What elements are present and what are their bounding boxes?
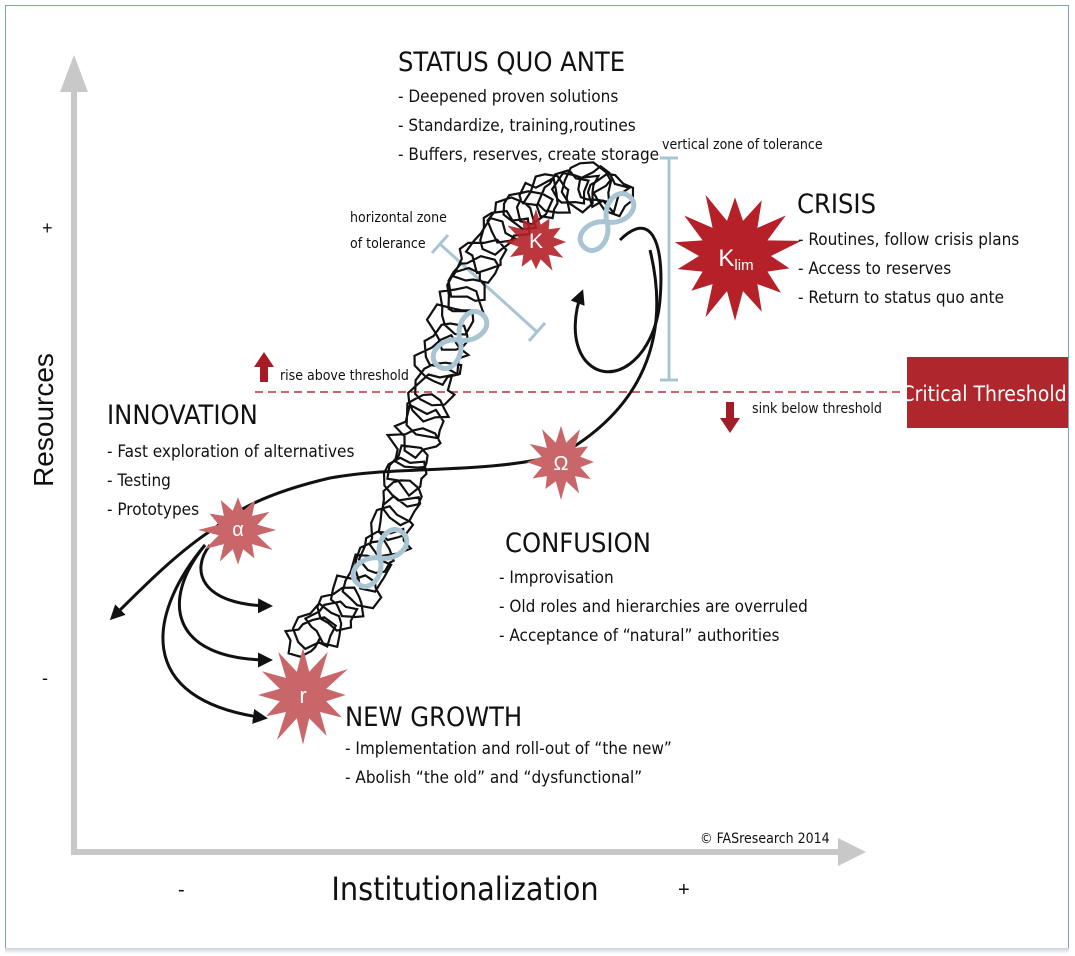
status-quo-item-1: - Deepened proven solutions — [398, 87, 618, 107]
cycle-curves — [109, 226, 663, 724]
x-axis-label: Institutionalization — [331, 870, 598, 908]
star-klim-main: K — [718, 245, 734, 272]
sink-label: sink below threshold — [752, 401, 882, 417]
confusion-item-1: - Improvisation — [499, 568, 614, 588]
rise-label: rise above threshold — [280, 368, 409, 384]
confusion-title: CONFUSION — [505, 528, 651, 559]
critical-threshold-box — [907, 357, 1068, 428]
scribble-path — [283, 161, 635, 658]
new-growth-block: NEW GROWTH - Implementation and roll-out… — [345, 702, 672, 788]
star-r-label: r — [299, 683, 306, 708]
horizontal-zone-bracket — [430, 234, 547, 342]
y-axis-minus: - — [42, 668, 48, 688]
status-quo-item-2: - Standardize, training,routines — [398, 116, 636, 136]
vertical-zone-bracket — [660, 156, 678, 382]
infinity-loop-3 — [350, 527, 410, 589]
innovation-item-3: - Prototypes — [107, 500, 199, 520]
new-growth-title: NEW GROWTH — [345, 702, 522, 733]
y-axis-plus: + — [42, 218, 53, 238]
frame-shadow — [5, 948, 1069, 954]
status-quo-block: STATUS QUO ANTE - Deepened proven soluti… — [398, 47, 659, 165]
star-klim-sub: lim — [734, 257, 753, 274]
status-quo-item-3: - Buffers, reserves, create storage — [398, 145, 659, 165]
new-growth-item-2: - Abolish “the old” and “dysfunctional” — [345, 768, 642, 788]
y-axis-label: Resources — [28, 353, 59, 487]
confusion-item-2: - Old roles and hierarchies are overrule… — [499, 597, 808, 617]
vertical-zone-label: vertical zone of tolerance — [662, 137, 823, 153]
innovation-item-1: - Fast exploration of alternatives — [107, 442, 354, 462]
critical-threshold-label: Critical Threshold — [901, 382, 1066, 406]
alpha-r-arrow-3 — [161, 544, 268, 724]
x-axis-plus: + — [678, 879, 690, 901]
star-alpha-burst — [198, 497, 277, 565]
star-klim-label: Klim — [718, 245, 753, 274]
y-axis — [60, 55, 88, 854]
innovation-item-2: - Testing — [107, 471, 171, 491]
status-quo-title: STATUS QUO ANTE — [398, 47, 625, 78]
x-axis-minus: - — [178, 879, 185, 901]
alpha-r-arrow-1 — [199, 544, 273, 614]
sink-arrow-icon — [720, 402, 740, 433]
innovation-block: INNOVATION - Fast exploration of alterna… — [107, 400, 354, 520]
innovation-title: INNOVATION — [107, 400, 258, 431]
confusion-block: CONFUSION - Improvisation - Old roles an… — [499, 528, 808, 646]
new-growth-item-1: - Implementation and roll-out of “the ne… — [345, 739, 672, 759]
crisis-item-2: - Access to reserves — [798, 259, 951, 279]
copyright: © FASresearch 2014 — [700, 831, 830, 847]
star-r-burst — [258, 647, 348, 745]
crisis-title: CRISIS — [797, 189, 876, 220]
star-alpha-label: α — [232, 519, 244, 541]
horizontal-zone-label-1: horizontal zone — [350, 210, 447, 226]
scribble-band — [283, 161, 635, 658]
star-k-label: K — [529, 230, 543, 253]
confusion-item-3: - Acceptance of “natural” authorities — [499, 626, 780, 646]
crisis-loop-curve — [570, 226, 663, 374]
infinity-loops — [350, 191, 637, 589]
star-klim-burst — [674, 194, 802, 321]
star-k-burst — [504, 209, 566, 271]
star-omega-label: Ω — [554, 453, 569, 475]
star-omega-burst — [526, 425, 594, 500]
crisis-item-3: - Return to status quo ante — [798, 288, 1004, 308]
crisis-item-1: - Routines, follow crisis plans — [798, 230, 1019, 250]
crisis-block: CRISIS - Routines, follow crisis plans -… — [797, 189, 1019, 308]
omega-alpha-curve — [109, 249, 659, 621]
rise-arrow-icon — [254, 352, 274, 382]
infinity-loop-1 — [577, 191, 637, 253]
infinity-loop-2 — [430, 309, 490, 371]
horizontal-zone-label-2: of tolerance — [350, 236, 426, 252]
x-axis — [71, 838, 866, 866]
